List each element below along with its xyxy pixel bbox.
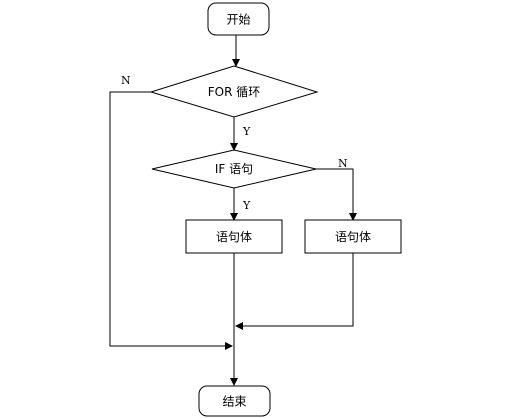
end-label: 结束: [222, 395, 246, 409]
edge-body-no-merge: [235, 253, 354, 330]
body-yes-label: 语句体: [216, 230, 252, 244]
for-no-label: N: [121, 74, 131, 87]
if-no-label: N: [338, 157, 348, 170]
for-loop-decision: [149, 65, 319, 118]
start-label: 开始: [226, 13, 250, 27]
for-yes-label: Y: [242, 125, 251, 138]
end-node: [198, 385, 271, 417]
edge-for-exit: [109, 91, 233, 350]
body-yes-box: [185, 219, 283, 254]
if-label: IF 语句: [215, 162, 253, 176]
edge-if-to-body-no: [316, 168, 357, 221]
for-loop-label: FOR 循环: [208, 85, 261, 99]
body-no-box: [304, 219, 402, 254]
if-yes-label: Y: [242, 199, 251, 212]
if-decision: [151, 149, 317, 189]
start-node: [207, 2, 270, 36]
body-no-label: 语句体: [335, 230, 371, 244]
